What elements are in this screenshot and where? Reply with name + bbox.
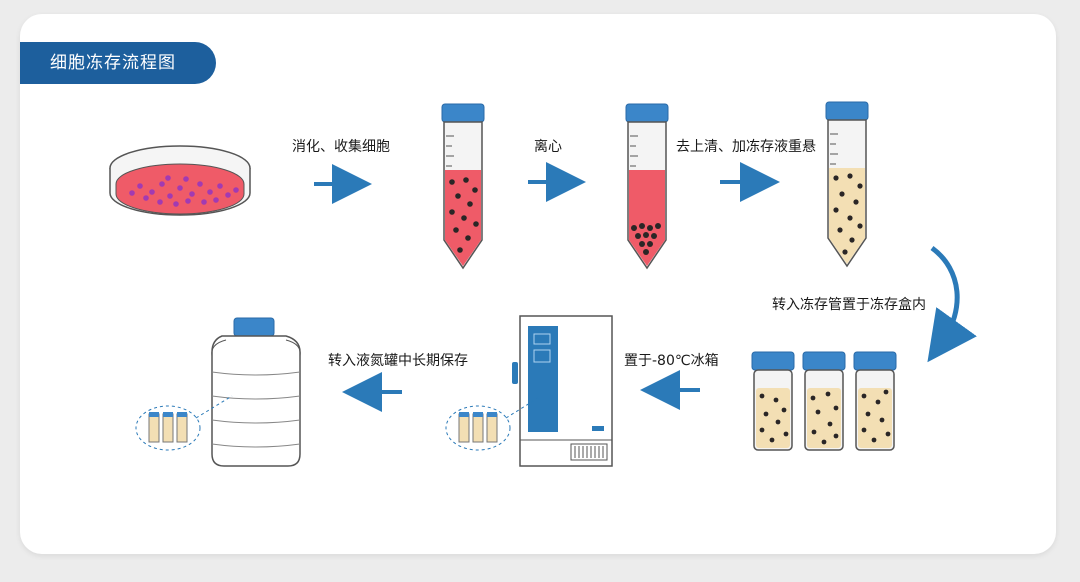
freezer-icon xyxy=(512,315,613,467)
centrifuge-tube-icon xyxy=(625,103,669,270)
step-label-liquid-nitrogen: 转入液氮罐中长期保存 xyxy=(328,353,468,369)
step-label-digest: 消化、收集细胞 xyxy=(292,139,390,155)
step-label-centrifuge: 离心 xyxy=(534,139,562,155)
step-label-freezer: 置于-80℃冰箱 xyxy=(624,353,719,369)
liquid-nitrogen-tank-icon xyxy=(211,317,301,467)
diagram-title: 细胞冻存流程图 xyxy=(20,42,216,84)
vials-callout-icon xyxy=(445,397,539,451)
cryovial-icon xyxy=(751,351,795,451)
step-label-resuspend: 去上清、加冻存液重悬 xyxy=(676,139,816,155)
cryovial-icon xyxy=(802,351,846,451)
flow-arrow xyxy=(927,245,977,363)
vials-callout-icon xyxy=(135,395,233,451)
centrifuge-tube-icon xyxy=(441,103,485,270)
centrifuge-tube-icon xyxy=(825,101,869,268)
dish-cells xyxy=(129,175,239,207)
petri-dish-icon xyxy=(109,145,251,216)
step-label-transfer-box: 转入冻存管置于冻存盒内 xyxy=(772,297,926,313)
cryovial-icon xyxy=(853,351,897,451)
